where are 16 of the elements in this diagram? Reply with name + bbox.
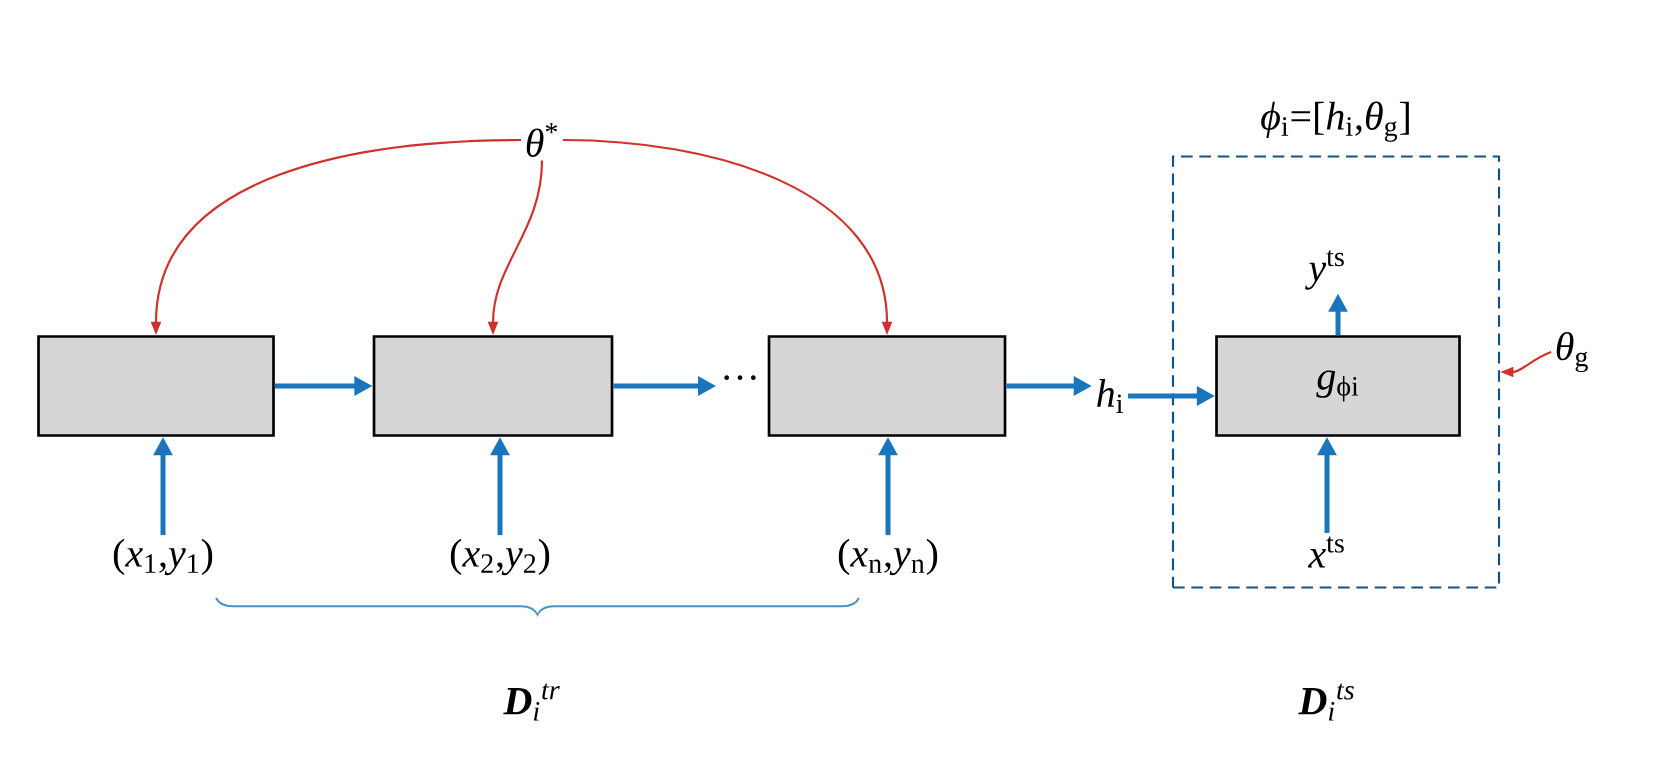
function-box: g$_{ϕi}$ [1215,335,1461,437]
process-box [767,335,1007,437]
process-box [37,335,275,437]
set-label: D$_{i}$ts [1298,683,1354,721]
math-label: x$^{ts}$ [1307,536,1344,568]
math-label: θ$^{*}$ [526,123,558,157]
process-box [372,335,614,437]
math-label: y$^{ts}$ [1305,250,1344,290]
math-label: (x$_{2}$,y$_{2}$) [450,538,550,576]
set-label: D$_{i}$tr [503,683,560,721]
node-label: ϕ$_{i}$=[h$_{i}$,θ$_{g}$] [1261,101,1409,142]
math-label: (x$_{1}$,y$_{1}$) [113,538,213,576]
math-label: ··· [724,375,756,380]
math-label: h$_{i}$ [1097,379,1123,413]
math-label: (x$_{n}$,y$_{n}$) [838,538,938,576]
math-label: θ$_{g}$ [1556,331,1588,373]
